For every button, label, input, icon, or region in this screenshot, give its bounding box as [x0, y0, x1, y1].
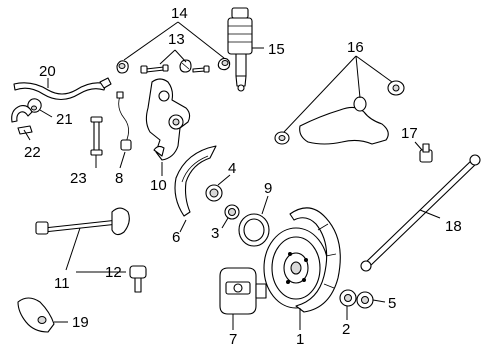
- callout-16: 16: [347, 39, 364, 56]
- part-18-strut-rod: [360, 154, 481, 272]
- part-11-tie-rod: [35, 207, 130, 236]
- part-23-stabilizer-link: [90, 116, 103, 156]
- part-17-ball-joint: [419, 143, 433, 163]
- callout-23: 23: [70, 170, 87, 187]
- callout-18: 18: [445, 218, 462, 235]
- callout-14: 14: [171, 5, 188, 22]
- part-15-shock-absorber: [227, 7, 253, 92]
- callout-labels: 14 13 15 16 17 18 20 21 22 23 8 10 4 9 6…: [24, 5, 462, 348]
- callout-22: 22: [24, 144, 41, 161]
- part-12-tie-rod-end: [129, 265, 147, 293]
- leader-lines: [23, 21, 441, 330]
- callout-2: 2: [342, 321, 350, 338]
- callout-4: 4: [228, 160, 236, 177]
- part-8-abs-sensor: [116, 91, 132, 151]
- callout-13: 13: [168, 31, 185, 48]
- part-22-stabilizer-bracket: [11, 105, 33, 135]
- callout-12: 12: [105, 264, 122, 281]
- part-13-14-bolts-bushings: [116, 57, 231, 74]
- part-16-upper-control-arm: [274, 80, 405, 145]
- callout-5: 5: [388, 295, 396, 312]
- part-19-dust-boot: [17, 297, 55, 333]
- callout-9: 9: [264, 180, 272, 197]
- callout-15: 15: [268, 41, 285, 58]
- callout-1: 1: [296, 331, 304, 348]
- callout-10: 10: [150, 177, 167, 194]
- part-6-splash-shield: [174, 145, 217, 217]
- callout-6: 6: [172, 229, 180, 246]
- callout-7: 7: [229, 331, 237, 348]
- part-20-stabilizer-bar: [13, 77, 112, 101]
- callout-21: 21: [56, 111, 73, 128]
- part-4-wheel-bearing: [205, 184, 223, 202]
- callout-19: 19: [72, 314, 89, 331]
- part-5-bushing: [356, 291, 374, 309]
- callout-3: 3: [211, 225, 219, 242]
- callout-8: 8: [115, 170, 123, 187]
- part-2-bushing: [339, 289, 357, 307]
- callout-17: 17: [401, 125, 418, 142]
- callout-11: 11: [54, 275, 70, 292]
- part-7-brake-caliper: [219, 267, 267, 315]
- callout-20: 20: [39, 63, 56, 80]
- part-3-inner-bearing: [224, 204, 240, 220]
- part-10-steering-knuckle: [145, 78, 191, 161]
- part-9-grease-seal: [238, 213, 270, 247]
